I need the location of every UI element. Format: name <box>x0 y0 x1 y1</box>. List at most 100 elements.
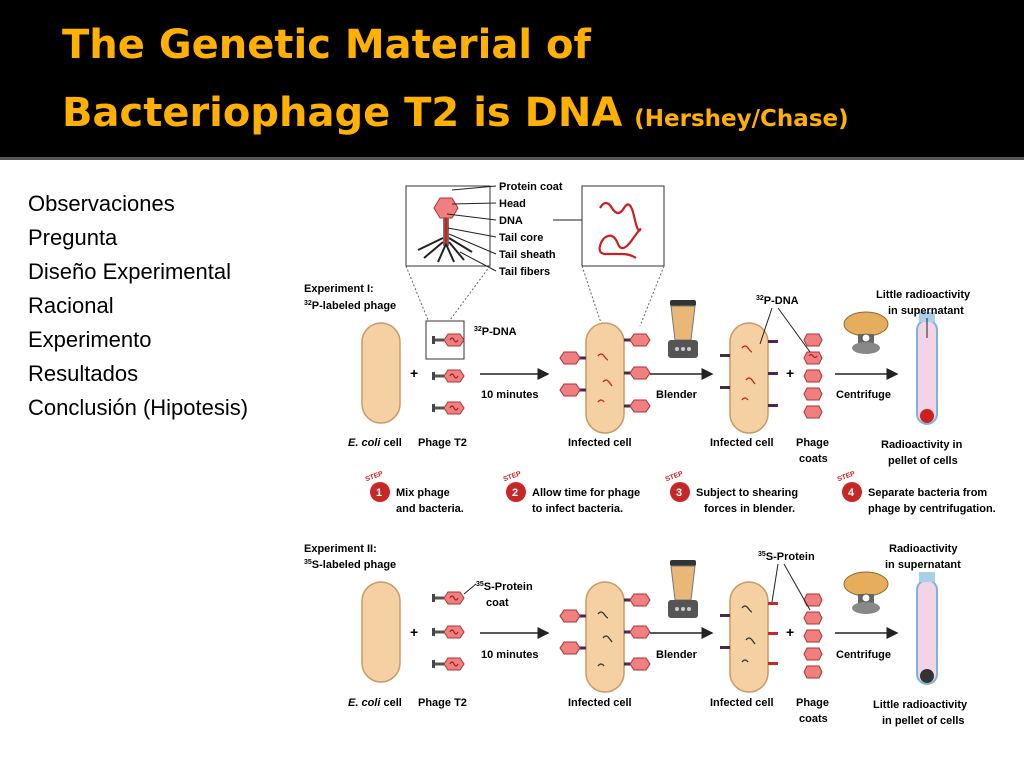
phage-coat-icon <box>803 611 823 625</box>
step-2-line2: to infect bacteria. <box>532 503 623 515</box>
outline-list: Observaciones Pregunta Diseño Experiment… <box>28 187 248 425</box>
infected-cell-1a <box>585 322 625 434</box>
phage-icon <box>431 369 465 383</box>
exp1-pellet-2: pellet of cells <box>888 455 958 467</box>
phage-label-head: Head <box>499 198 526 210</box>
step-4-line1: Separate bacteria from <box>868 487 987 499</box>
exp2-infected2-label: Infected cell <box>710 697 774 709</box>
plus-sign: + <box>410 365 418 381</box>
step-2-line1: Allow time for phage <box>532 487 640 499</box>
phage-icon <box>431 657 465 671</box>
pellet-marker <box>920 669 934 683</box>
step-badge-label: STEP <box>665 470 685 483</box>
infected-cell-2b <box>729 581 769 693</box>
exp1-super-1: Little radioactivity <box>876 289 971 301</box>
exp2-phage-label: Phage T2 <box>418 697 467 709</box>
centrifuge-icon <box>843 311 889 355</box>
phage-coat-icon <box>803 351 823 365</box>
phage-coat-icon <box>803 333 823 347</box>
step-3: STEP 3 Subject to shearing forces in ble… <box>665 470 799 515</box>
exp2-top-sup: 35 <box>758 551 766 558</box>
exp2-sup: 35 <box>304 559 312 566</box>
step-4-line2: phage by centrifugation. <box>868 503 996 515</box>
exp2-label: 35S-labeled phage <box>304 559 396 571</box>
exp1-ecoli-text: cell <box>380 437 401 449</box>
exp2-coats-1: Phage <box>796 697 829 709</box>
step-1-badge <box>370 482 390 502</box>
exp2-ecoli-text: cell <box>380 697 401 709</box>
step-1: STEP 1 Mix phage and bacteria. <box>365 470 464 515</box>
exp2-callout-1: S-Protein <box>484 581 533 593</box>
outline-item: Diseño Experimental <box>28 259 231 284</box>
phage-coat-icon <box>803 629 823 643</box>
exp1-label: 32P-labeled phage <box>304 300 396 312</box>
outline-item: Observaciones <box>28 191 175 216</box>
step-2-badge <box>506 482 526 502</box>
exp1-ecoli-label: E. coli cell <box>348 437 402 449</box>
attached-phage-icon <box>559 351 587 365</box>
step-3-line1: Subject to shearing <box>696 487 798 499</box>
centrifuge-icon <box>843 571 889 615</box>
ecoli-cell-1 <box>361 322 401 424</box>
exp2-callout-2: coat <box>486 597 509 609</box>
exp1-callout-sup: 32 <box>474 326 482 333</box>
exp1-phage-label: Phage T2 <box>418 437 467 449</box>
attached-phage-icon <box>559 641 587 655</box>
attached-phage-icon <box>623 333 651 347</box>
attached-phage-icon <box>623 625 651 639</box>
exp1-infected-label: Infected cell <box>568 437 632 449</box>
exp2-top-label: 35S-Protein <box>758 551 815 563</box>
phage-coat-icon <box>803 647 823 661</box>
exp1-coats-2: coats <box>799 453 828 465</box>
step-1-line1: Mix phage <box>396 487 450 499</box>
exp1-callout: 32P-DNA <box>474 326 517 338</box>
phage-structure-icon <box>417 197 473 263</box>
exp2-label-text: S-labeled phage <box>312 559 396 571</box>
slide-title-line-2: Bacteriophage T2 is DNA(Hershey/Chase) <box>62 90 849 136</box>
exp2-super-1: Radioactivity <box>889 543 958 555</box>
step-badge-label: STEP <box>365 470 385 483</box>
step-3-line2: forces in blender. <box>704 503 795 515</box>
exp2-blender: Blender <box>656 649 698 661</box>
phage-label-tail-fibers: Tail fibers <box>499 266 550 278</box>
phage-coat-icon <box>803 665 823 679</box>
outline-item: Pregunta <box>28 225 118 250</box>
step-3-number: 3 <box>676 487 682 499</box>
slide-title-main: Bacteriophage T2 is DNA <box>62 90 623 136</box>
step-2-number: 2 <box>512 487 518 499</box>
exp1-top-text: P-DNA <box>764 295 799 307</box>
step-badge-label: STEP <box>503 470 523 483</box>
exp1-infected2-label: Infected cell <box>710 437 774 449</box>
exp1-coats-1: Phage <box>796 437 829 449</box>
step-badge-label: STEP <box>837 470 857 483</box>
exp1-top-label: 32P-DNA <box>756 295 799 307</box>
attached-phage-icon <box>623 399 651 413</box>
pellet-marker <box>920 409 934 423</box>
exp2-centrifuge: Centrifuge <box>836 649 891 661</box>
exp1-ecoli-em: E. coli <box>348 437 381 449</box>
exp2-infected-label: Infected cell <box>568 697 632 709</box>
test-tube-2 <box>916 579 938 685</box>
exp2-title: Experiment II: <box>304 543 377 555</box>
step-4-number: 4 <box>848 487 855 499</box>
plus-sign: + <box>786 624 794 640</box>
exp2-top-text: S-Protein <box>766 551 815 563</box>
exp2-super-2: in supernatant <box>885 559 961 571</box>
exp1-centrifuge: Centrifuge <box>836 389 891 401</box>
exp1-title: Experiment I: <box>304 283 374 295</box>
plus-sign: + <box>410 624 418 640</box>
exp2-callout-sup: 35 <box>476 581 484 588</box>
step-2: STEP 2 Allow time for phage to infect ba… <box>503 470 641 515</box>
phage-coat-icon <box>803 369 823 383</box>
attached-phage-icon <box>559 383 587 397</box>
attached-phage-icon <box>559 609 587 623</box>
ecoli-cell-2 <box>361 581 401 683</box>
phage-coat-icon <box>803 387 823 401</box>
exp1-pellet-1: Radioactivity in <box>881 439 963 451</box>
exp1-super-2: in supernatant <box>888 305 964 317</box>
phage-label-protein-coat: Protein coat <box>499 181 563 193</box>
phage-anatomy-panel: Protein coat Head DNA Tail core Tail she… <box>405 181 665 327</box>
hershey-chase-figure: Protein coat Head DNA Tail core Tail she… <box>304 181 996 727</box>
slide-title-line-1: The Genetic Material of <box>62 22 591 68</box>
phage-label-tail-core: Tail core <box>499 232 543 244</box>
